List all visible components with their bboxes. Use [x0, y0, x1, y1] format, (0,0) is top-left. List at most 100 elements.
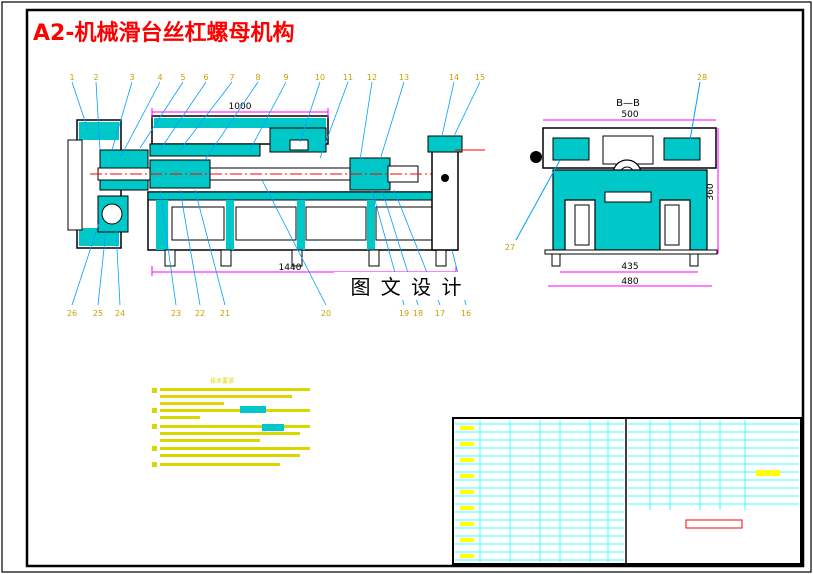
- note-bullet: [152, 408, 157, 413]
- front-view: 1000 1440: [67, 73, 485, 318]
- part-number-label: 5: [180, 73, 185, 82]
- note-line: [160, 463, 280, 466]
- technical-notes: 技术要求: [152, 377, 310, 467]
- part-number-label: 9: [283, 73, 288, 82]
- note-line: [160, 402, 224, 405]
- list-entry-mark: [460, 442, 474, 446]
- part-number-label: 27: [505, 243, 515, 252]
- part-number-label: 23: [171, 309, 181, 318]
- leader: [204, 81, 259, 161]
- right-column: [431, 141, 459, 251]
- leader: [97, 229, 107, 306]
- side-foot: [551, 253, 561, 267]
- watermark: 图 文 设 计: [350, 275, 463, 299]
- leader: [379, 81, 405, 161]
- leader: [441, 81, 455, 137]
- part-number-label: 26: [67, 309, 77, 318]
- drawing-title: A2-机械滑台丝杠螺母机构: [33, 20, 294, 46]
- title-block: [452, 417, 802, 565]
- part-number-label: 21: [220, 309, 230, 318]
- part-number-label: 14: [449, 73, 459, 82]
- nut-housing: [602, 135, 654, 165]
- part-number-label: 17: [435, 309, 445, 318]
- part-number-label: 2: [93, 73, 98, 82]
- side-foot: [689, 253, 699, 267]
- leader: [194, 189, 226, 306]
- base-rib: [367, 200, 375, 250]
- handwheel-knob: [530, 151, 542, 163]
- leader: [515, 159, 561, 241]
- note-line: [160, 395, 292, 398]
- note-highlight: [262, 424, 284, 431]
- part-number-label: 25: [93, 309, 103, 318]
- part-number-label: 24: [115, 309, 125, 318]
- note-bullet: [152, 424, 157, 429]
- leader: [261, 179, 327, 306]
- list-entry-mark: [460, 522, 474, 526]
- dim-500: 500: [621, 110, 638, 120]
- leader: [139, 81, 184, 149]
- list-entry-mark: [460, 506, 474, 510]
- leader: [299, 81, 321, 143]
- foot: [164, 249, 176, 267]
- base-window-2: [235, 206, 297, 241]
- leader: [119, 81, 161, 159]
- part-number-label: 13: [399, 73, 409, 82]
- part-number-label: 16: [461, 309, 471, 318]
- column-bolt: [441, 174, 449, 182]
- leader: [359, 81, 373, 161]
- motor-flange: [67, 139, 83, 231]
- gear-wheel: [101, 203, 123, 225]
- base-window-3: [305, 206, 367, 241]
- part-number-label: 22: [195, 309, 205, 318]
- note-bullet: [152, 446, 157, 451]
- part-number-label: 11: [343, 73, 353, 82]
- list-entry-mark: [460, 554, 474, 558]
- leader: [159, 81, 207, 151]
- base-rib: [156, 200, 168, 250]
- bearing-seat: [149, 143, 261, 157]
- title-cell: [685, 519, 743, 529]
- note-line: [160, 447, 310, 450]
- part-number-label: 28: [697, 73, 707, 82]
- leader: [249, 81, 287, 151]
- leader: [689, 81, 701, 141]
- leader: [319, 81, 349, 159]
- part-number-label: 8: [255, 73, 260, 82]
- watermark-bg: [334, 272, 480, 300]
- part-number-label: 12: [367, 73, 377, 82]
- note-line: [160, 416, 200, 419]
- part-number-label: 3: [129, 73, 134, 82]
- leader: [71, 81, 89, 131]
- leader: [159, 189, 177, 306]
- note-bullet: [152, 388, 157, 393]
- list-entry-mark: [460, 538, 474, 542]
- base-rib: [297, 200, 305, 250]
- part-number-label: 10: [315, 73, 325, 82]
- part-number-label: 4: [157, 73, 162, 82]
- dim-1000: 1000: [229, 102, 252, 112]
- inner-frame: [25, 8, 805, 568]
- base-rib: [226, 200, 234, 250]
- side-window: [574, 204, 590, 246]
- section-label: B—B: [616, 98, 640, 109]
- part-number-label: 15: [475, 73, 485, 82]
- note-line: [160, 388, 310, 391]
- leader: [95, 81, 101, 151]
- foot: [368, 249, 380, 267]
- leader: [71, 219, 101, 306]
- part-number-label: 7: [229, 73, 234, 82]
- slide-slot: [289, 139, 309, 151]
- note-line: [160, 439, 260, 442]
- list-entry-mark: [460, 426, 474, 430]
- side-base-bottom: [544, 249, 718, 255]
- side-rail: [604, 191, 652, 203]
- guide-left: [552, 137, 590, 161]
- leader: [179, 81, 233, 151]
- note-line: [160, 432, 300, 435]
